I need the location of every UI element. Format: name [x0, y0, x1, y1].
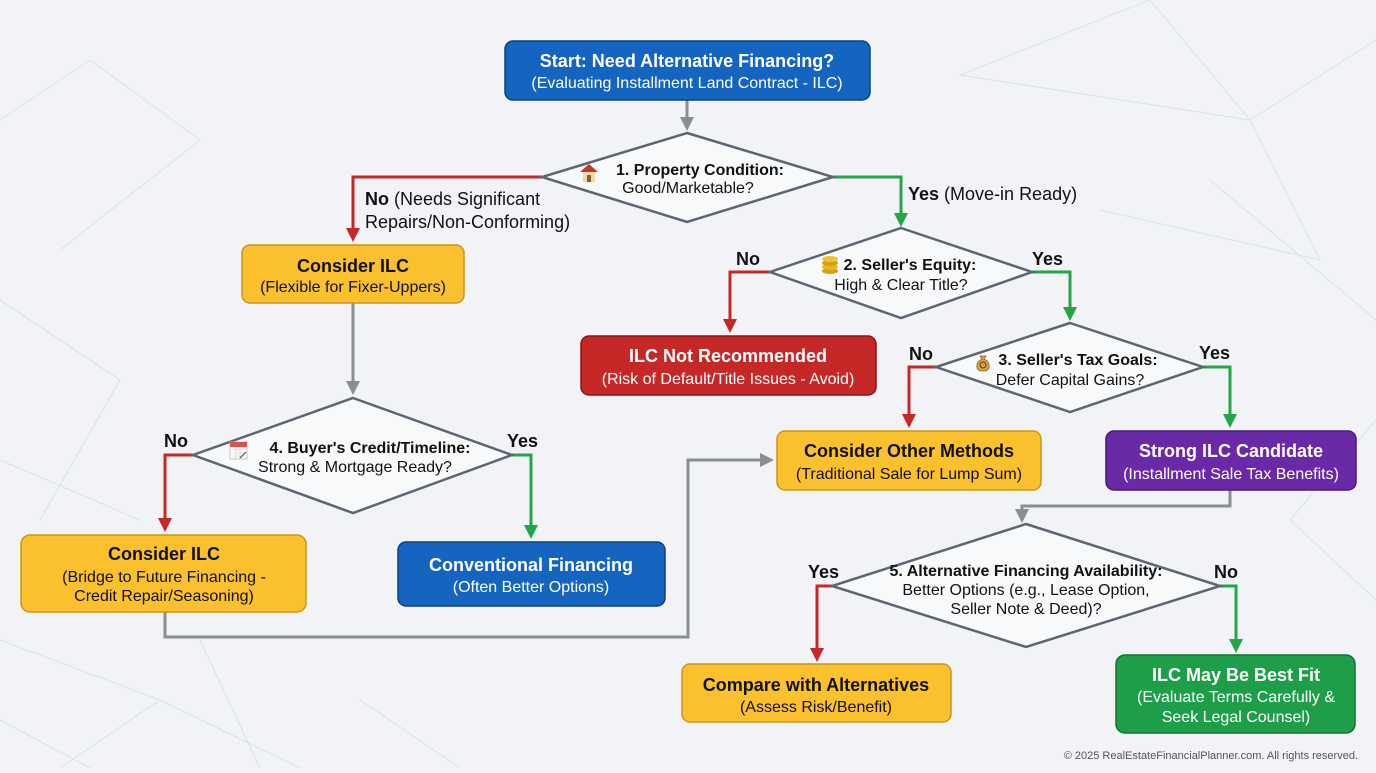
edge-q4-yes	[512, 453, 538, 539]
decision-q5: 5. Alternative Financing Availability: B…	[827, 522, 1225, 649]
edge-label-q1-yes: Yes (Move-in Ready)	[908, 184, 1077, 204]
edge-label-q2-no: No	[736, 249, 760, 269]
node-strong-candidate: Strong ILC Candidate (Installment Sale T…	[1105, 430, 1357, 491]
node-other-methods: Consider Other Methods (Traditional Sale…	[776, 430, 1042, 491]
calendar-icon	[229, 441, 248, 460]
decision-q5-subtitle-1: Better Options (e.g., Lease Option,	[902, 582, 1149, 599]
node-best-fit: ILC May Be Best Fit (Evaluate Terms Care…	[1115, 654, 1356, 734]
node-strong-candidate-title: Strong ILC Candidate	[1139, 441, 1323, 461]
edge-bridge-other	[163, 453, 774, 639]
node-consider-ilc-fixer: Consider ILC (Flexible for Fixer-Uppers)	[241, 244, 465, 304]
decision-q2-subtitle: High & Clear Title?	[834, 277, 967, 294]
node-conventional-subtitle: (Often Better Options)	[453, 579, 610, 596]
edge-q3-no	[902, 365, 936, 428]
decision-q2: 2. Seller's Equity: High & Clear Title?	[766, 226, 1036, 320]
edge-label-q3-no: No	[909, 344, 933, 364]
decision-q5-subtitle-2: Seller Note & Deed)?	[950, 601, 1101, 618]
node-start-subtitle: (Evaluating Installment Land Contract - …	[531, 75, 842, 92]
node-consider-ilc-fixer-title: Consider ILC	[297, 256, 409, 276]
house-icon	[580, 164, 598, 182]
decision-q1-subtitle: Good/Marketable?	[622, 180, 754, 197]
decision-q2-title: 2. Seller's Equity:	[844, 257, 977, 274]
edge-q2-no	[723, 270, 770, 333]
node-consider-ilc-fixer-subtitle: (Flexible for Fixer-Uppers)	[260, 279, 446, 296]
edge-strong-q5	[1015, 490, 1232, 523]
edge-label-q4-no: No	[164, 431, 188, 451]
node-strong-candidate-subtitle: (Installment Sale Tax Benefits)	[1123, 466, 1339, 483]
edge-q4-no	[158, 453, 193, 532]
decision-q1-title: 1. Property Condition:	[616, 162, 784, 179]
edge-q1-yes	[833, 175, 908, 227]
node-not-recommended-subtitle: (Risk of Default/Title Issues - Avoid)	[602, 371, 855, 388]
edge-label-q5-yes: Yes	[808, 562, 839, 582]
node-consider-ilc-bridge-subtitle-2: Credit Repair/Seasoning)	[74, 588, 254, 605]
edge-label-q3-yes: Yes	[1199, 343, 1230, 363]
edges	[158, 100, 1243, 662]
decision-q4-title: 4. Buyer's Credit/Timeline:	[270, 440, 471, 457]
node-start: Start: Need Alternative Financing? (Eval…	[504, 40, 871, 101]
money-bag-icon	[976, 355, 990, 372]
node-other-methods-subtitle: (Traditional Sale for Lump Sum)	[796, 466, 1022, 483]
copyright-footer: © 2025 RealEstateFinancialPlanner.com. A…	[1063, 750, 1358, 762]
node-best-fit-title: ILC May Be Best Fit	[1152, 665, 1320, 685]
decision-q3-title: 3. Seller's Tax Goals:	[998, 352, 1157, 369]
edge-q5-no	[1220, 584, 1243, 653]
node-not-recommended: ILC Not Recommended (Risk of Default/Tit…	[580, 335, 877, 396]
node-conventional-title: Conventional Financing	[429, 555, 633, 575]
edge-q5-yes	[810, 584, 832, 662]
node-compare-title: Compare with Alternatives	[703, 675, 929, 695]
node-consider-ilc-bridge-title: Consider ILC	[108, 544, 220, 564]
node-consider-ilc-bridge-subtitle-1: (Bridge to Future Financing -	[62, 569, 266, 586]
node-best-fit-subtitle-2: Seek Legal Counsel)	[1162, 709, 1311, 726]
node-start-title: Start: Need Alternative Financing?	[540, 51, 834, 71]
node-consider-ilc-bridge: Consider ILC (Bridge to Future Financing…	[20, 534, 307, 613]
decision-q4-subtitle: Strong & Mortgage Ready?	[258, 459, 452, 476]
decision-q3: 3. Seller's Tax Goals: Defer Capital Gai…	[932, 321, 1207, 414]
edge-q2-yes	[1032, 270, 1077, 321]
edge-q3-yes	[1203, 365, 1237, 428]
decision-q1: 1. Property Condition: Good/Marketable?	[537, 131, 838, 224]
node-compare: Compare with Alternatives (Assess Risk/B…	[681, 663, 952, 723]
decision-q4: 4. Buyer's Credit/Timeline: Strong & Mor…	[189, 396, 516, 515]
edge-label-q2-yes: Yes	[1032, 249, 1063, 269]
decision-q3-subtitle: Defer Capital Gains?	[996, 372, 1145, 389]
edge-label-q1-no: No (Needs Significant	[365, 189, 540, 209]
node-compare-subtitle: (Assess Risk/Benefit)	[740, 699, 892, 716]
coins-icon	[822, 256, 838, 274]
node-conventional: Conventional Financing (Often Better Opt…	[397, 541, 666, 607]
edge-label-q1-no-line2: Repairs/Non-Conforming)	[365, 212, 570, 232]
edge-q1-no	[346, 175, 542, 242]
node-not-recommended-title: ILC Not Recommended	[629, 346, 827, 366]
decision-q5-title: 5. Alternative Financing Availability:	[890, 563, 1163, 580]
edge-label-q5-no: No	[1214, 562, 1238, 582]
edge-label-q4-yes: Yes	[507, 431, 538, 451]
node-other-methods-title: Consider Other Methods	[804, 441, 1014, 461]
edge-labels: No (Needs Significant Repairs/Non-Confor…	[164, 184, 1238, 582]
node-best-fit-subtitle-1: (Evaluate Terms Carefully &	[1137, 689, 1335, 706]
